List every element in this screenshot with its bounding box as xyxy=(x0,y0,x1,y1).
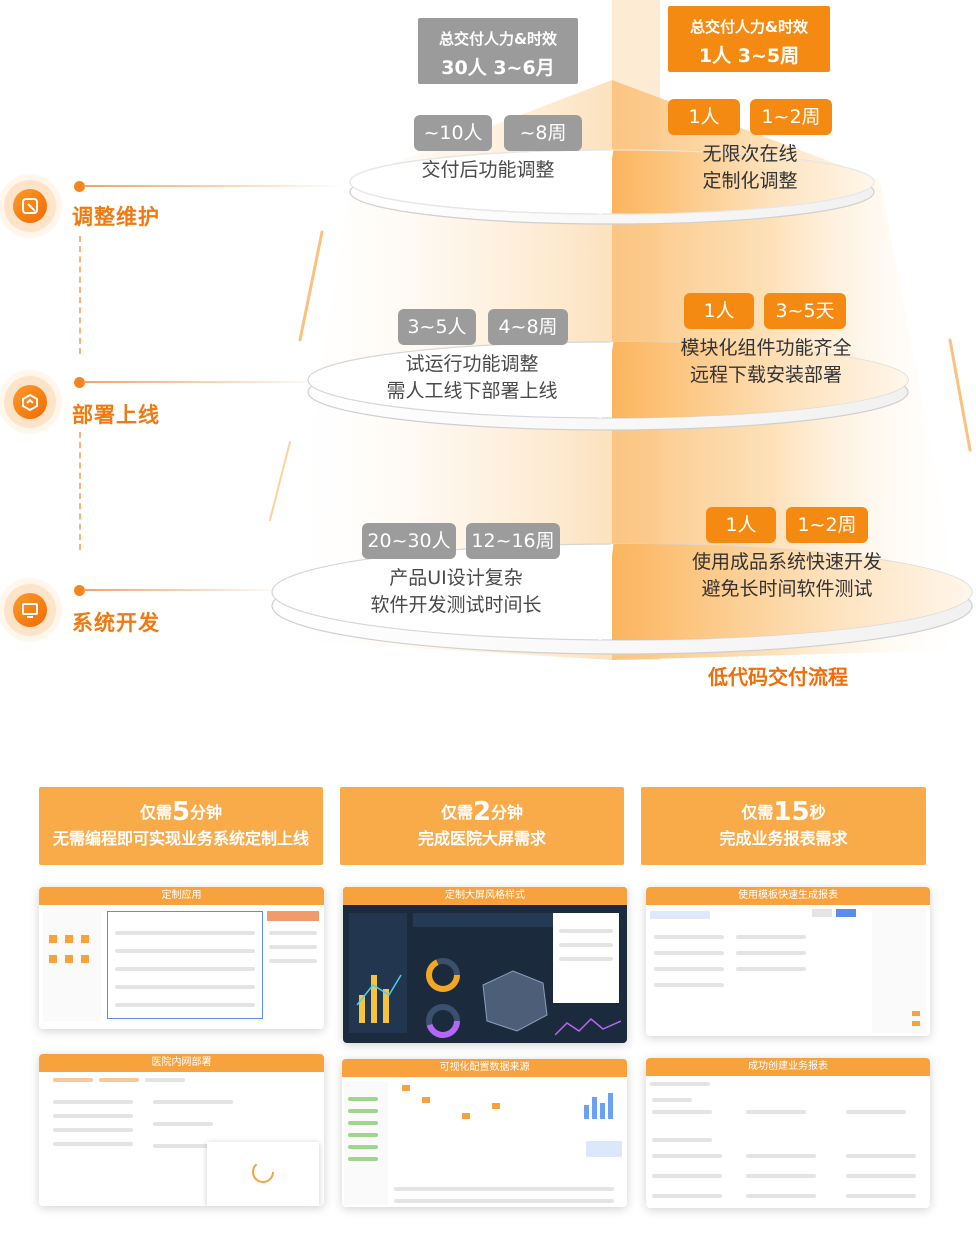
lowcode-time-badge: 1~2周 xyxy=(786,507,868,543)
feature-headline: 仅需5分钟 xyxy=(139,797,223,827)
traditional-desc: 产品UI设计复杂 软件开发测试时间长 xyxy=(340,565,572,619)
lowcode-total-title: 总交付人力&时效 xyxy=(689,18,809,36)
feature-card-screen: 仅需2分钟 完成医院大屏需求 xyxy=(340,787,624,865)
upload-icon xyxy=(13,385,47,419)
screenshot-report-template: 使用模板快速生成报表 xyxy=(646,887,930,1036)
lowcode-total-box: 总交付人力&时效 1人 3~5周 xyxy=(668,6,830,72)
screenshot-title: 使用模板快速生成报表 xyxy=(646,887,930,905)
traditional-time-badge: ~8周 xyxy=(504,115,582,151)
feature-subline: 无需编程即可实现业务系统定制上线 xyxy=(52,829,309,848)
stage-line xyxy=(84,381,324,383)
screenshot-title: 医院内网部署 xyxy=(39,1054,324,1072)
stage-line xyxy=(84,589,284,591)
monitor-code-icon xyxy=(13,593,47,627)
stage-connector-bottom xyxy=(79,432,81,550)
traditional-time-badge: 12~16周 xyxy=(466,523,560,559)
lowcode-time-badge: 3~5天 xyxy=(764,293,846,329)
lowcode-desc: 模块化组件功能齐全 远程下载安装部署 xyxy=(658,335,874,389)
traditional-total-value: 30人 3~6月 xyxy=(441,57,555,79)
traditional-total-title: 总交付人力&时效 xyxy=(438,30,558,48)
lowcode-desc: 使用成品系统快速开发 避免长时间软件测试 xyxy=(672,549,902,603)
desc-line: 避免长时间软件测试 xyxy=(701,578,873,600)
lowcode-total-value: 1人 3~5周 xyxy=(698,45,800,67)
dev-stage-icon xyxy=(4,584,56,636)
screenshot-title: 可视化配置数据来源 xyxy=(342,1059,627,1077)
desc-line: 无限次在线 xyxy=(702,143,798,165)
wrench-icon xyxy=(13,189,47,223)
traditional-desc: 试运行功能调整 需人工线下部署上线 xyxy=(352,351,592,405)
stage-dot xyxy=(74,181,85,192)
stage-label-maintenance: 调整维护 xyxy=(72,205,160,229)
screenshot-custom-app: 定制应用 xyxy=(39,887,324,1029)
stage-line xyxy=(84,185,344,187)
lowcode-people-badge: 1人 xyxy=(684,293,754,329)
desc-line: 交付后功能调整 xyxy=(421,159,555,181)
desc-line: 使用成品系统快速开发 xyxy=(691,551,882,573)
desc-line: 软件开发测试时间长 xyxy=(370,594,542,616)
feature-headline: 仅需2分钟 xyxy=(440,797,524,827)
stage-dot xyxy=(74,377,85,388)
traditional-people-badge: 20~30人 xyxy=(362,523,456,559)
stage-label-deploy: 部署上线 xyxy=(72,403,160,427)
feature-card-report: 仅需15秒 完成业务报表需求 xyxy=(641,787,926,865)
stage-connector-top xyxy=(79,236,81,354)
traditional-desc: 交付后功能调整 xyxy=(380,157,596,184)
desc-line: 定制化调整 xyxy=(702,170,798,192)
screenshot-title: 定制应用 xyxy=(39,887,324,905)
traditional-total-box: 总交付人力&时效 30人 3~6月 xyxy=(418,18,578,84)
feature-subline: 完成医院大屏需求 xyxy=(417,829,546,848)
desc-line: 远程下载安装部署 xyxy=(689,364,842,386)
screenshot-title: 定制大屏风格样式 xyxy=(343,887,627,905)
lowcode-desc: 无限次在线 定制化调整 xyxy=(650,141,850,195)
feature-card-app: 仅需5分钟 无需编程即可实现业务系统定制上线 xyxy=(39,787,323,865)
lowcode-people-badge: 1人 xyxy=(668,99,740,135)
desc-line: 试运行功能调整 xyxy=(405,353,539,375)
traditional-time-badge: 4~8周 xyxy=(488,309,568,345)
stage-label-dev: 系统开发 xyxy=(72,611,160,635)
desc-line: 需人工线下部署上线 xyxy=(386,380,558,402)
stage-dot xyxy=(74,585,85,596)
traditional-people-badge: ~10人 xyxy=(414,115,492,151)
desc-line: 模块化组件功能齐全 xyxy=(680,337,852,359)
screenshot-intranet-deploy: 医院内网部署 xyxy=(39,1054,324,1206)
maintenance-stage-icon xyxy=(4,180,56,232)
screenshot-report-created: 成功创建业务报表 xyxy=(646,1058,930,1208)
lowcode-caption: 低代码交付流程 xyxy=(708,665,848,689)
lowcode-time-badge: 1~2周 xyxy=(750,99,832,135)
deploy-stage-icon xyxy=(4,376,56,428)
feature-subline: 完成业务报表需求 xyxy=(719,829,848,848)
feature-headline: 仅需15秒 xyxy=(741,797,826,827)
lowcode-people-badge: 1人 xyxy=(706,507,776,543)
funnel-graphic xyxy=(269,0,973,660)
screenshot-data-source: 可视化配置数据来源 xyxy=(342,1059,627,1207)
screenshot-dashboard-style: 定制大屏风格样式 xyxy=(343,887,627,1043)
desc-line: 产品UI设计复杂 xyxy=(389,567,523,589)
traditional-people-badge: 3~5人 xyxy=(398,309,476,345)
screenshot-title: 成功创建业务报表 xyxy=(646,1058,930,1076)
